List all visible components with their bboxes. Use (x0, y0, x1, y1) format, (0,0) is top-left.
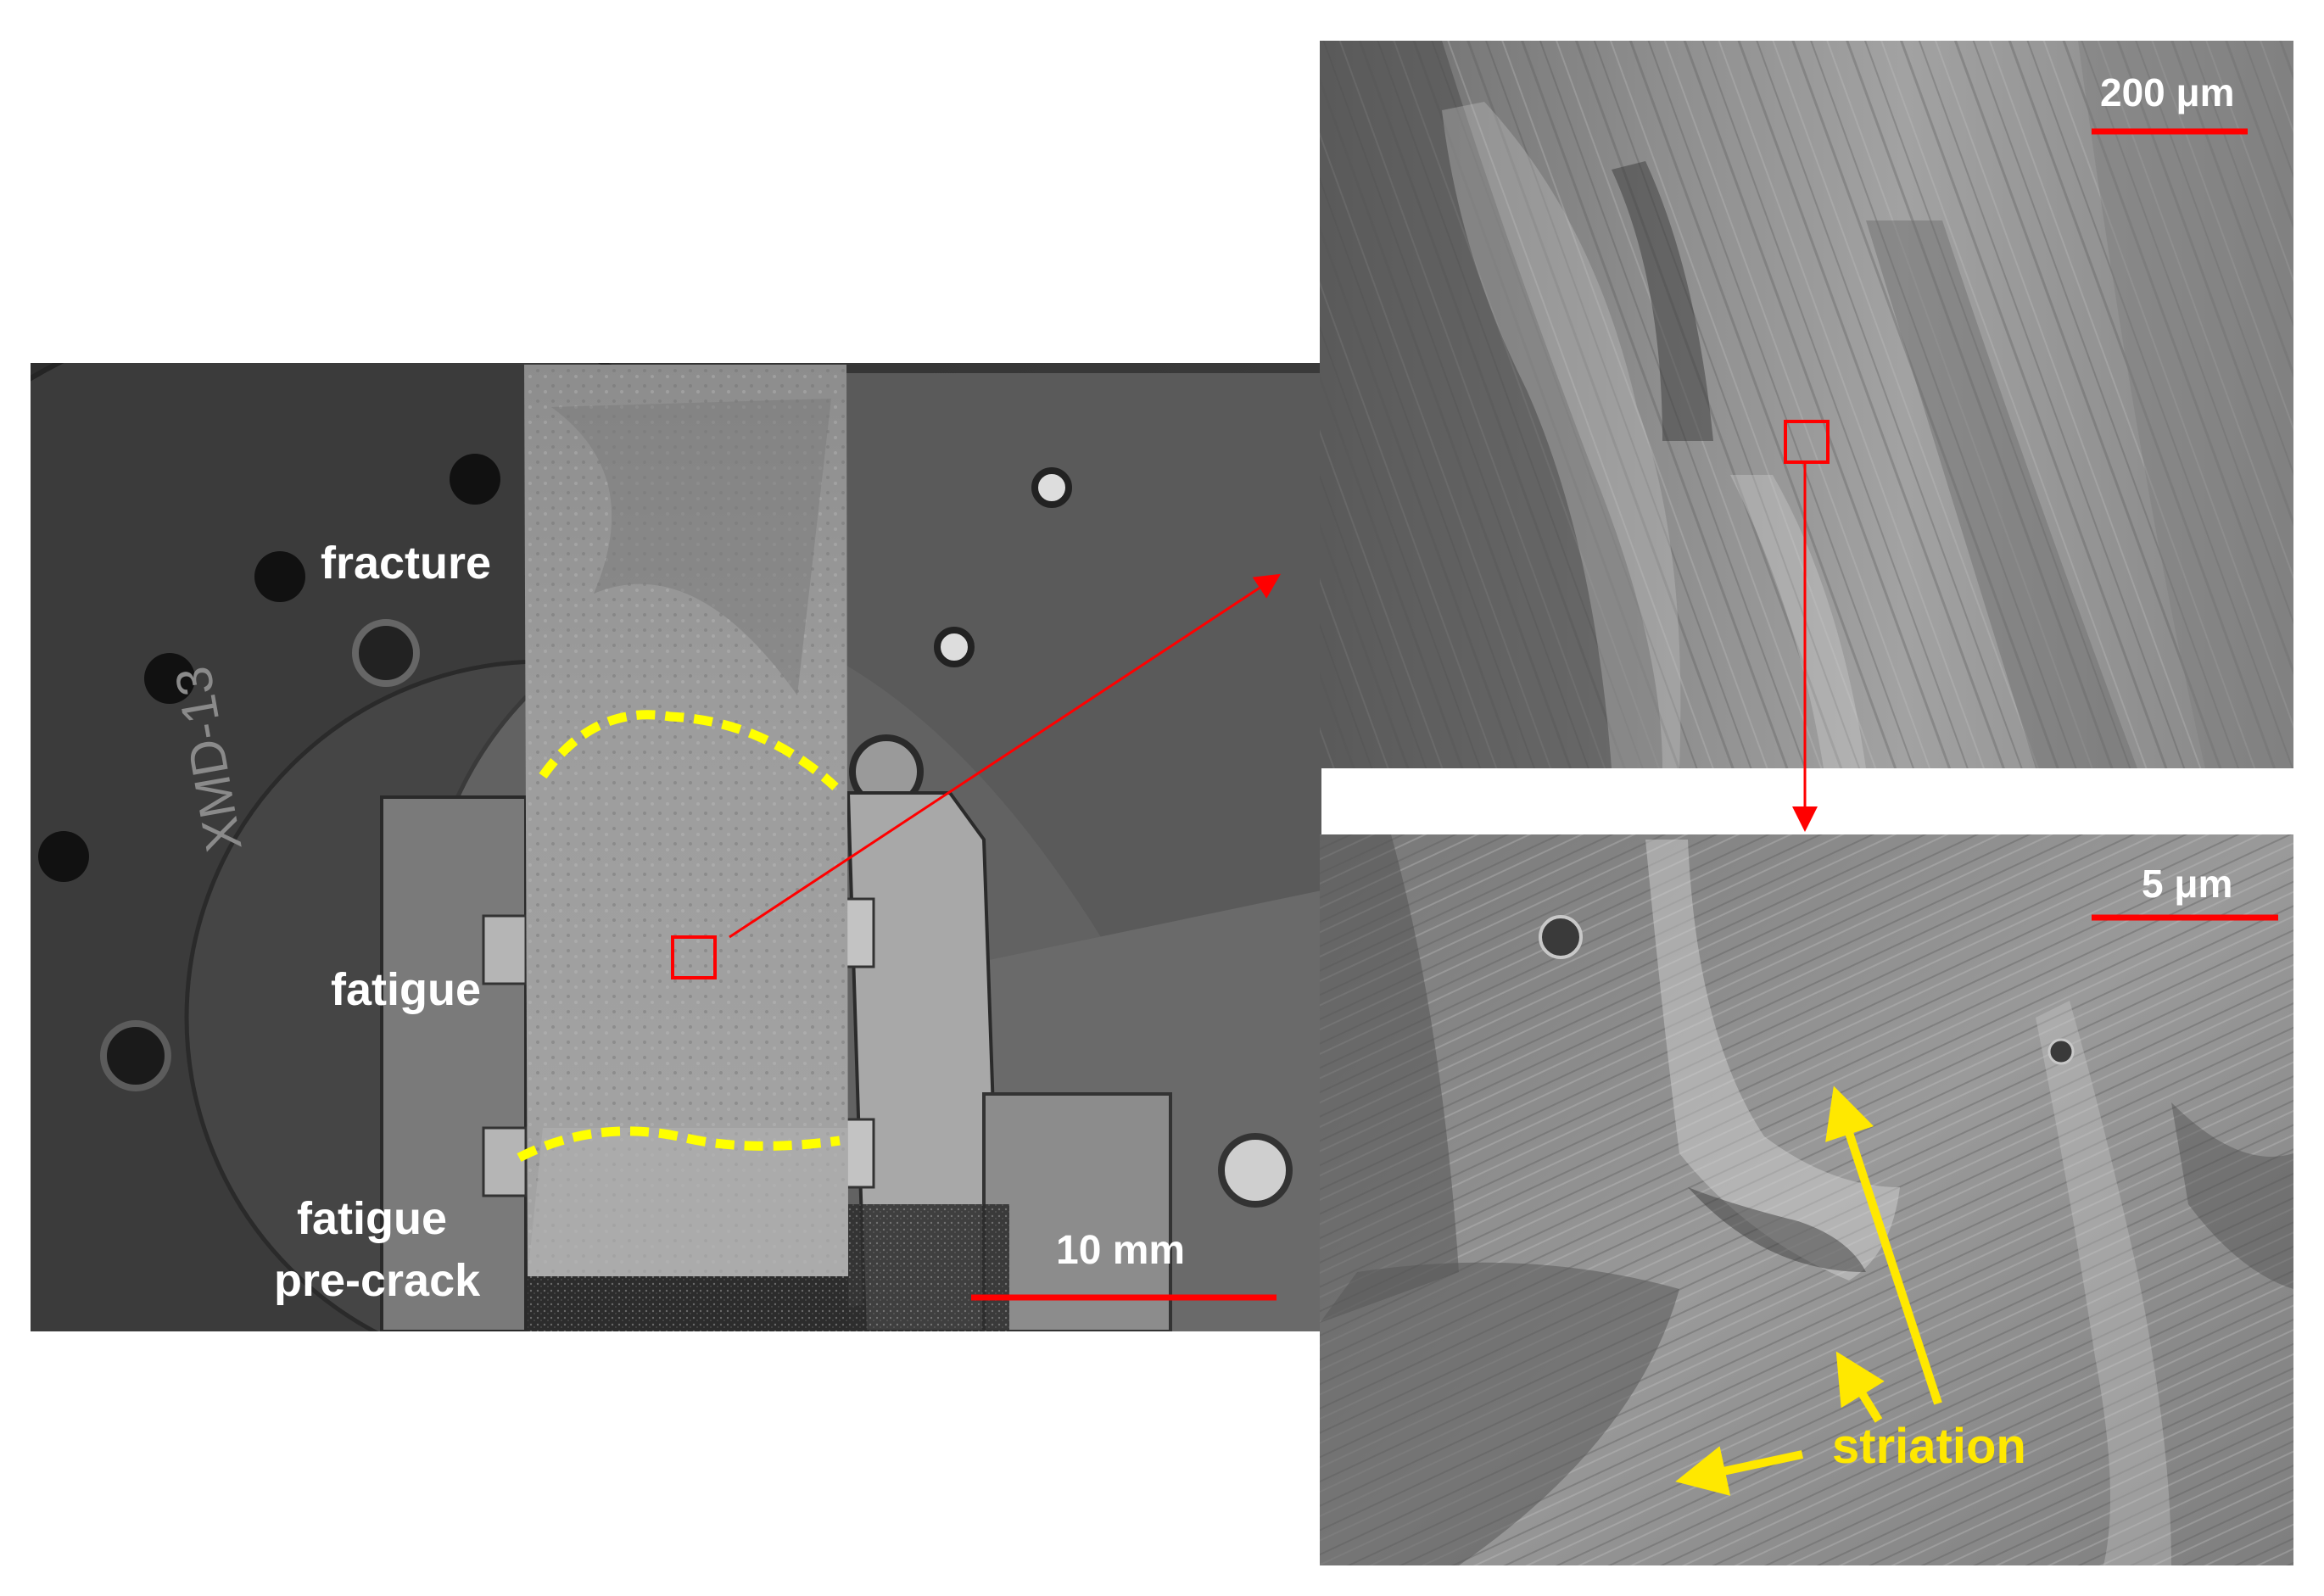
label-fracture: fracture (321, 538, 491, 589)
fracture-fatigue-boundary (539, 710, 839, 791)
macro-sem-panel: XMD-13 fracture fatigue fatigue pre-crac… (31, 363, 1321, 1331)
striation-arrow-1 (1825, 1085, 1942, 1405)
striation-arrow-3 (1675, 1446, 1804, 1496)
scalebar-macro-label: 10 mm (1056, 1228, 1185, 1273)
label-precrack-line1: fatigue (297, 1193, 447, 1244)
scalebar-micro-label: 5 μm (2142, 862, 2232, 906)
stage-holes (38, 454, 1293, 1208)
micro-sem-panel: striation 5 μm (1320, 834, 2293, 1565)
precrack-notch (528, 1276, 848, 1331)
fatigue-precrack-boundary (517, 1126, 841, 1162)
zoom-arrow-macro-to-mid (729, 573, 1282, 939)
striation-arrow-2 (1835, 1351, 1885, 1423)
mid-sem-panel: 200 μm (1320, 41, 2293, 768)
mid-roi-box (1784, 420, 1830, 464)
label-striation: striation (1832, 1419, 2026, 1474)
scalebar-mid-label: 200 μm (2100, 70, 2235, 114)
left-clamp (380, 795, 528, 1331)
macro-roi-box (671, 935, 717, 979)
label-fatigue: fatigue (331, 964, 481, 1015)
label-precrack-line2: pre-crack (274, 1255, 481, 1306)
specimen (524, 365, 1009, 1331)
